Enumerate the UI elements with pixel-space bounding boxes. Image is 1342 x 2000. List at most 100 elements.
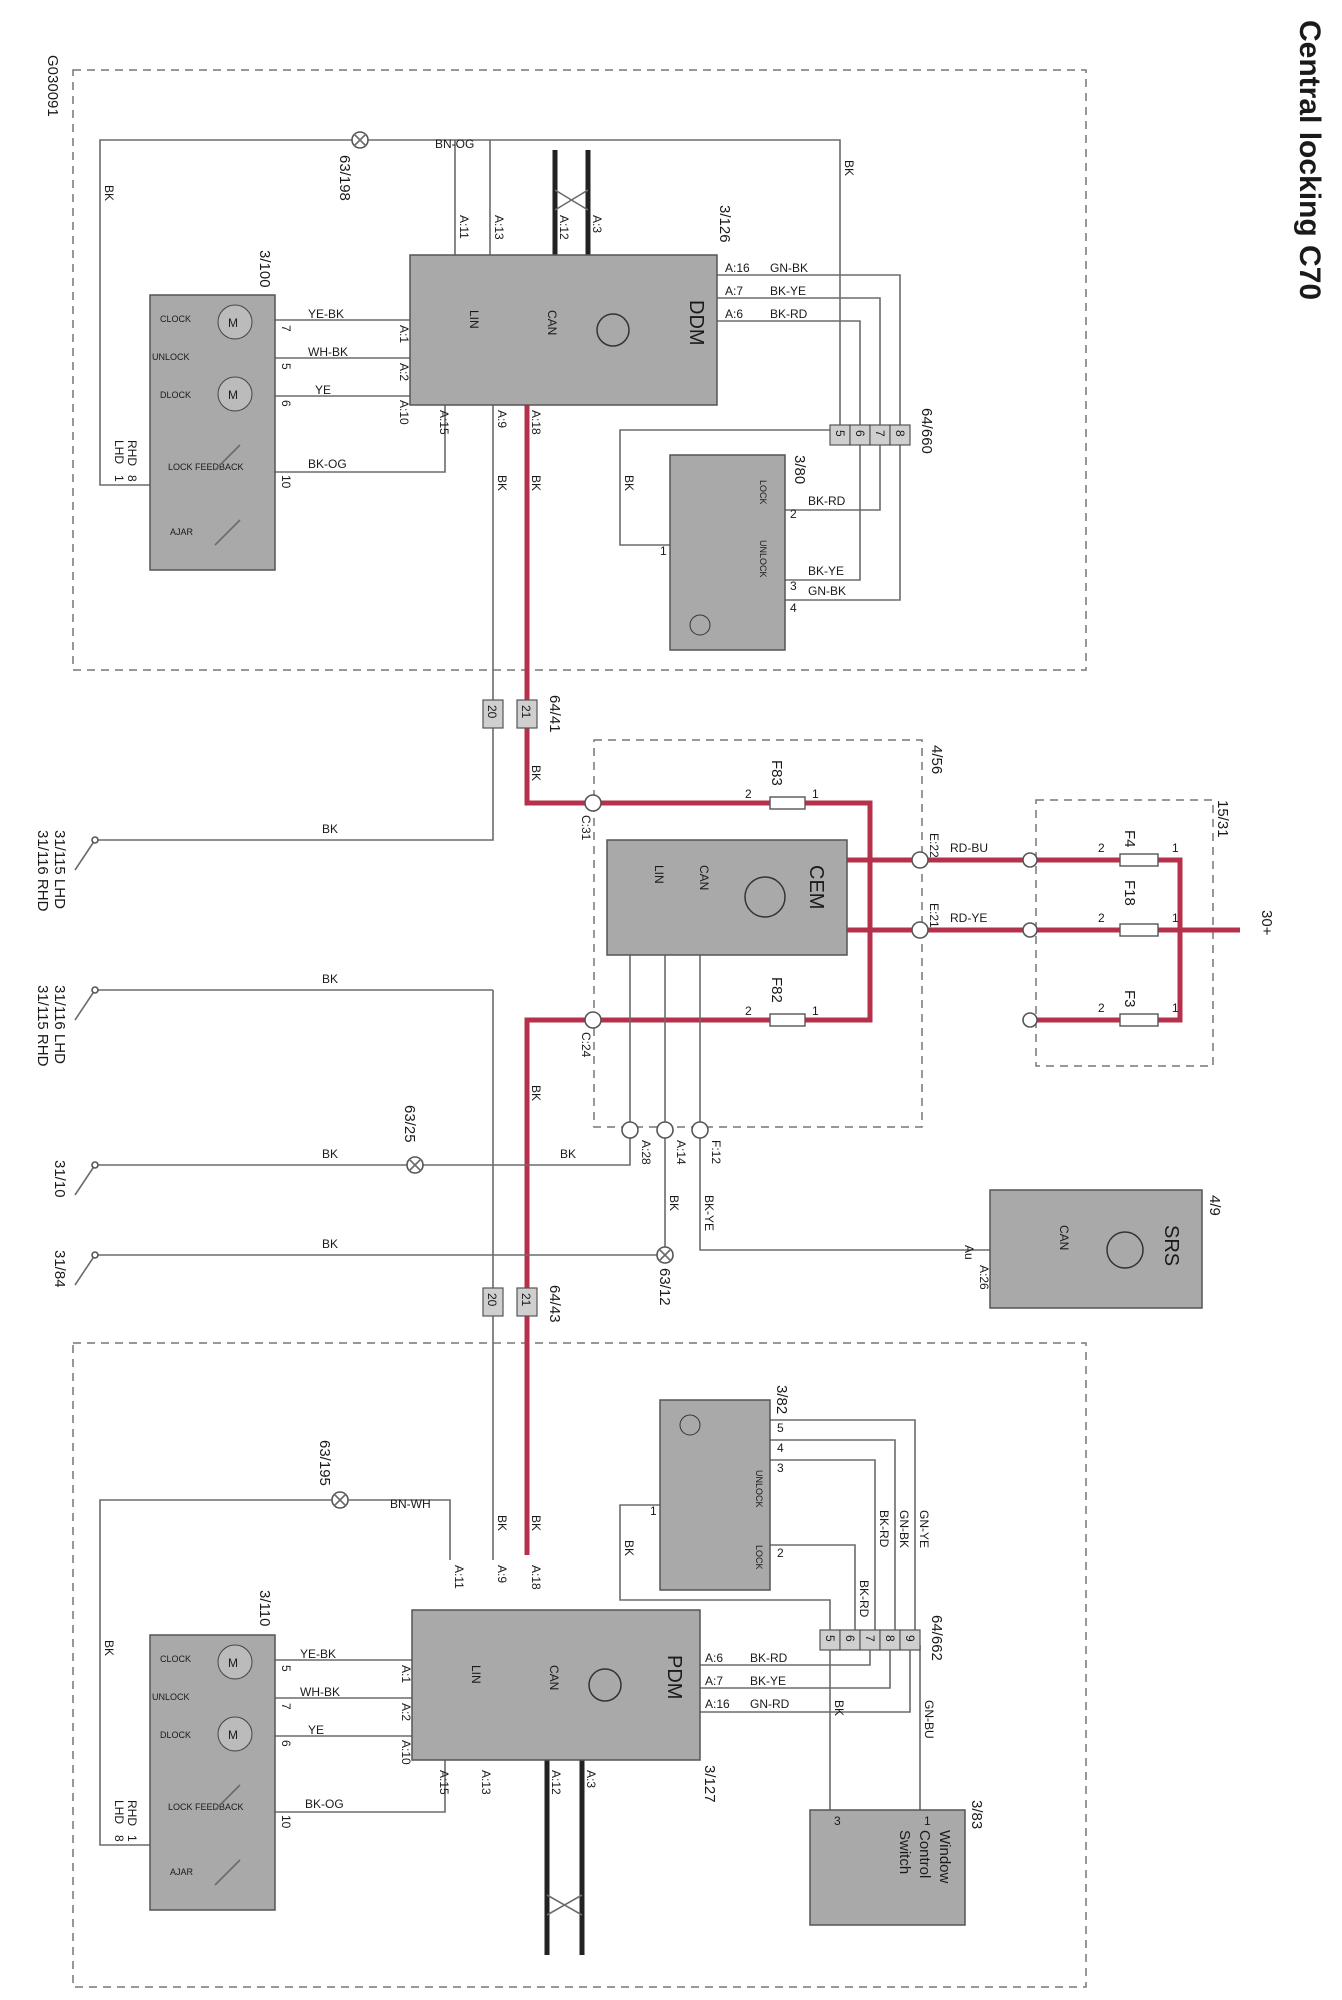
svg-text:LIN: LIN bbox=[469, 1665, 483, 1684]
svg-text:CEM: CEM bbox=[805, 865, 827, 909]
svg-text:RHD: RHD bbox=[125, 1800, 139, 1826]
svg-text:3: 3 bbox=[790, 579, 797, 593]
ddm-module: DDM LIN CAN bbox=[409, 254, 718, 406]
svg-text:BK: BK bbox=[322, 1147, 338, 1161]
svg-text:BK: BK bbox=[622, 475, 636, 491]
svg-text:A:6: A:6 bbox=[725, 307, 743, 321]
svg-text:2: 2 bbox=[790, 507, 797, 521]
svg-text:A:14: A:14 bbox=[674, 1140, 688, 1165]
microcontroller-icon bbox=[1106, 1231, 1144, 1269]
svg-text:Switch: Switch bbox=[896, 1830, 913, 1874]
connector-64-662: 5 6 7 8 9 bbox=[819, 1629, 921, 1651]
svg-text:BK-OG: BK-OG bbox=[305, 1797, 344, 1811]
svg-text:64/43: 64/43 bbox=[546, 1285, 563, 1323]
svg-text:A:13: A:13 bbox=[492, 215, 506, 240]
svg-text:5: 5 bbox=[833, 430, 847, 437]
svg-text:A:18: A:18 bbox=[529, 1565, 543, 1590]
drawing-id: G030091 bbox=[44, 55, 61, 117]
svg-text:A:13: A:13 bbox=[479, 1770, 493, 1795]
svg-text:3: 3 bbox=[777, 1461, 784, 1475]
fuse-f18 bbox=[1119, 923, 1159, 937]
fuse-f4 bbox=[1119, 853, 1159, 867]
svg-text:AJAR: AJAR bbox=[170, 527, 194, 537]
svg-text:BK: BK bbox=[102, 185, 116, 201]
svg-text:F:12: F:12 bbox=[709, 1140, 723, 1164]
svg-text:BK-RD: BK-RD bbox=[877, 1510, 891, 1548]
svg-text:A:28: A:28 bbox=[639, 1140, 653, 1165]
svg-text:1: 1 bbox=[1172, 841, 1179, 855]
svg-text:BK-OG: BK-OG bbox=[308, 457, 347, 471]
svg-text:6: 6 bbox=[843, 1635, 857, 1642]
svg-text:BK: BK bbox=[322, 822, 338, 836]
svg-text:15/31: 15/31 bbox=[1214, 800, 1231, 838]
svg-text:A:26: A:26 bbox=[977, 1265, 991, 1290]
svg-text:CLOCK: CLOCK bbox=[160, 314, 191, 324]
ddm-ref: 3/126 bbox=[716, 205, 733, 243]
fuse-f82 bbox=[769, 1013, 806, 1027]
svg-text:5: 5 bbox=[279, 1665, 293, 1672]
svg-text:8: 8 bbox=[883, 1635, 897, 1642]
svg-text:E:22: E:22 bbox=[927, 833, 941, 858]
microcontroller-icon bbox=[588, 1668, 622, 1702]
svg-text:2: 2 bbox=[1098, 1001, 1105, 1015]
svg-text:1: 1 bbox=[112, 475, 126, 482]
svg-text:3/82: 3/82 bbox=[773, 1385, 790, 1414]
svg-text:F83: F83 bbox=[768, 760, 785, 786]
svg-text:3/100: 3/100 bbox=[256, 250, 273, 288]
svg-text:UNLOCK: UNLOCK bbox=[758, 540, 768, 578]
fusebox-area bbox=[1035, 799, 1214, 1067]
svg-text:1: 1 bbox=[660, 544, 667, 558]
svg-text:2: 2 bbox=[777, 1546, 784, 1560]
svg-text:63/25: 63/25 bbox=[401, 1105, 418, 1143]
svg-text:PDM: PDM bbox=[663, 1655, 685, 1699]
svg-text:A:16: A:16 bbox=[705, 1697, 730, 1711]
svg-text:A:11: A:11 bbox=[452, 1565, 466, 1589]
svg-text:BK-YE: BK-YE bbox=[770, 284, 806, 298]
svg-text:20: 20 bbox=[485, 1293, 499, 1307]
svg-text:F3: F3 bbox=[1121, 990, 1138, 1008]
svg-text:BK: BK bbox=[529, 765, 543, 781]
svg-text:A:9: A:9 bbox=[495, 410, 509, 428]
svg-text:BK: BK bbox=[495, 475, 509, 491]
connector-64-41: 20 21 bbox=[482, 699, 538, 729]
svg-text:4: 4 bbox=[790, 601, 797, 615]
svg-text:A:1: A:1 bbox=[399, 1665, 413, 1683]
svg-text:31/116 LHD: 31/116 LHD bbox=[51, 985, 68, 1064]
svg-text:BK: BK bbox=[842, 160, 856, 176]
svg-text:4/56: 4/56 bbox=[928, 745, 945, 774]
svg-text:4/9: 4/9 bbox=[1206, 1195, 1223, 1216]
svg-text:3: 3 bbox=[834, 1814, 841, 1828]
svg-text:31/115 RHD: 31/115 RHD bbox=[34, 985, 51, 1067]
svg-text:CAN: CAN bbox=[547, 1665, 561, 1690]
svg-text:GN-BK: GN-BK bbox=[808, 584, 846, 598]
svg-text:20: 20 bbox=[485, 705, 499, 719]
svg-text:A:15: A:15 bbox=[437, 1770, 451, 1795]
motor-icon bbox=[217, 1716, 253, 1752]
svg-text:8: 8 bbox=[893, 430, 907, 437]
svg-text:6: 6 bbox=[279, 400, 293, 407]
svg-text:BK: BK bbox=[322, 972, 338, 986]
front-lock-unit: CLOCK UNLOCK DLOCK LOCK FEEDBACK AJAR M … bbox=[149, 294, 276, 571]
signal-wires bbox=[95, 139, 990, 1846]
svg-text:1: 1 bbox=[1172, 1001, 1179, 1015]
svg-text:RD-YE: RD-YE bbox=[950, 911, 987, 925]
svg-text:6: 6 bbox=[853, 430, 867, 437]
svg-text:A:12: A:12 bbox=[557, 215, 571, 240]
svg-text:3/80: 3/80 bbox=[791, 455, 808, 484]
svg-text:SRS: SRS bbox=[1160, 1225, 1182, 1266]
svg-text:A:9: A:9 bbox=[495, 1565, 509, 1583]
svg-text:5: 5 bbox=[279, 363, 293, 370]
svg-text:BK: BK bbox=[529, 1085, 543, 1101]
svg-text:3/127: 3/127 bbox=[701, 1765, 718, 1803]
svg-text:BK-RD: BK-RD bbox=[808, 494, 846, 508]
diagram-title: Central locking C70 bbox=[1293, 20, 1326, 300]
svg-text:63/195: 63/195 bbox=[316, 1440, 333, 1486]
motor-icon bbox=[217, 1644, 253, 1680]
motor-icon bbox=[217, 376, 253, 412]
cem-module: CEM LIN CAN bbox=[606, 839, 848, 956]
svg-text:M: M bbox=[228, 388, 238, 402]
svg-text:YE-BK: YE-BK bbox=[300, 1647, 336, 1661]
svg-text:BK-YE: BK-YE bbox=[808, 564, 844, 578]
svg-text:LHD: LHD bbox=[112, 440, 126, 464]
svg-text:64/41: 64/41 bbox=[546, 695, 563, 733]
